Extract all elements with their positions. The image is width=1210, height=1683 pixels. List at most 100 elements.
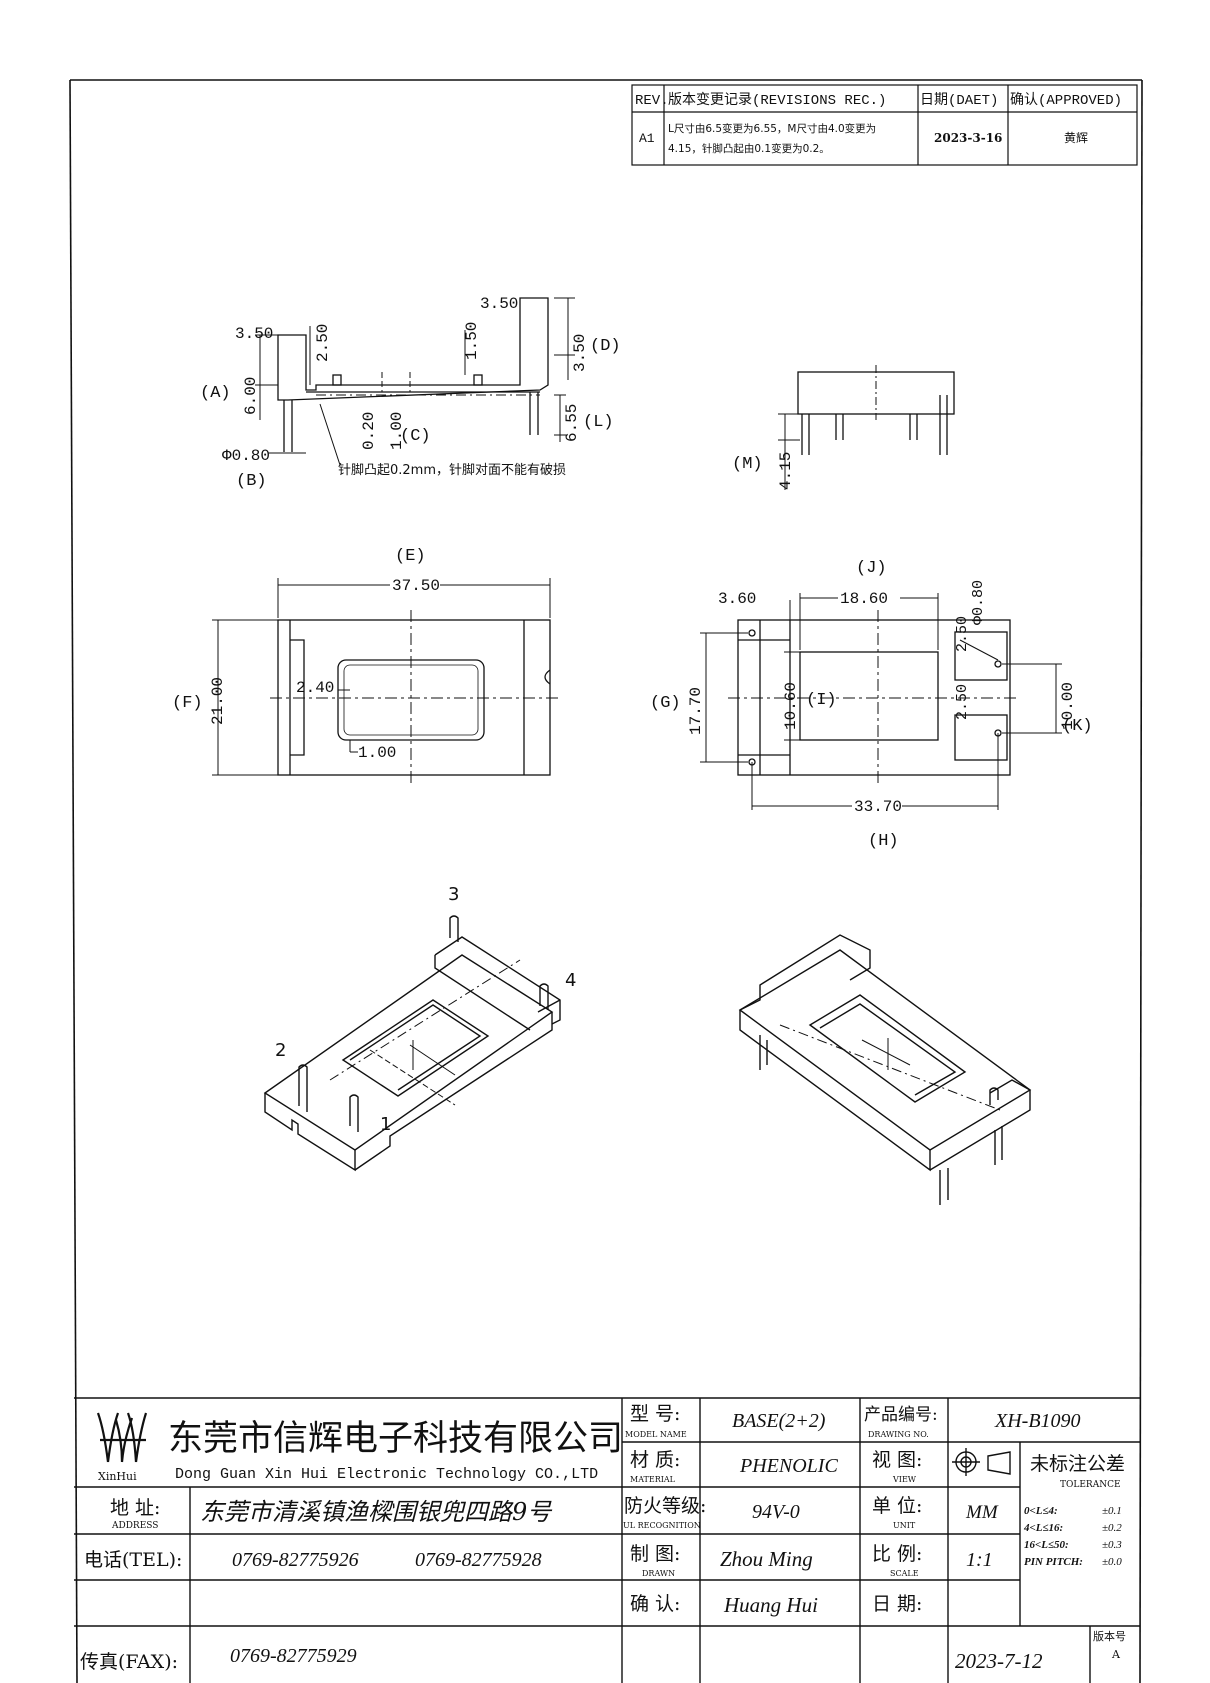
side-dim-pin-length: 6.55: [563, 404, 581, 442]
bottom-label-g: (G): [650, 694, 681, 713]
scale-value: 1:1: [966, 1549, 993, 1571]
tolerance-value-1: ±0.2: [1102, 1522, 1122, 1534]
end-label-m: (M): [732, 455, 763, 474]
top-label-e: (E): [395, 547, 426, 566]
unit-value: MM: [965, 1502, 999, 1523]
version-label: 版本号: [1093, 1629, 1126, 1643]
bottom-dim-window-h: 10.60: [782, 682, 800, 730]
company-logo: [96, 1412, 148, 1463]
iso-view-bottom: [738, 934, 1032, 1205]
bottom-dim-pin-span: 17.70: [687, 687, 705, 735]
tel-value-2: 0769-82775928: [415, 1549, 542, 1571]
rev-header-date: 日期(DAET): [920, 92, 998, 109]
rev-row-change-2: 4.15，针脚凸起由0.1变更为0.2。: [668, 142, 830, 155]
side-dim-d: 1.50: [463, 322, 481, 360]
bottom-dim-pin-dia: Φ0.80: [970, 580, 987, 625]
rev-row-date: 2023-3-16: [934, 131, 1002, 145]
top-dim-height: 21.00: [209, 677, 227, 725]
tolerance-value-0: ±0.1: [1102, 1505, 1122, 1517]
tel-value-1: 0769-82775926: [232, 1549, 359, 1571]
side-dim-c: 3.50: [480, 295, 518, 313]
fax-label: 传真(FAX):: [80, 1651, 178, 1673]
rev-header-approved: 确认(APPROVED): [1010, 92, 1122, 109]
side-dim-height: 6.00: [242, 377, 260, 415]
bottom-view: [700, 593, 1062, 810]
end-view: [778, 365, 955, 490]
model-label: 型 号:: [630, 1403, 680, 1425]
rev-row-change-1: L尺寸由6.5变更为6.55，M尺寸由4.0变更为: [668, 122, 876, 135]
iso-pin-3: 3: [448, 884, 459, 905]
address-value: 东莞市清溪镇渔樑围银兜四路9号: [200, 1498, 553, 1526]
bottom-dim-pin-gap: 10.00: [1059, 682, 1077, 730]
scale-label-en: SCALE: [890, 1569, 919, 1578]
top-label-f: (F): [172, 694, 203, 713]
rev-row-approved: 黄辉: [1064, 131, 1088, 145]
scale-label: 比 例:: [872, 1543, 922, 1565]
view-label-en: VIEW: [892, 1475, 917, 1484]
tolerance-range-3: PIN PITCH:: [1024, 1556, 1083, 1568]
side-dim-a: 3.50: [235, 325, 273, 343]
material-value: PHENOLIC: [739, 1455, 838, 1477]
side-dim-e: 3.50: [571, 334, 589, 372]
material-label: 材 质:: [630, 1449, 680, 1471]
rev-header-rev: REV.: [635, 93, 669, 109]
bottom-label-h: (H): [868, 832, 899, 851]
end-dim-m: 4.15: [777, 452, 795, 490]
rev-row-rev: A1: [639, 131, 655, 146]
logo-text: XinHui: [98, 1470, 137, 1483]
side-dim-b: 2.50: [314, 324, 332, 362]
tolerance-title: 未标注公差: [1030, 1453, 1125, 1475]
bottom-dim-pin-row: 33.70: [854, 798, 902, 816]
side-label-d: (D): [590, 337, 621, 356]
address-label: 地 址:: [110, 1497, 160, 1519]
bottom-dim-slot-top: 2.50: [954, 616, 971, 652]
side-label-c: (C): [400, 427, 431, 446]
side-note: 针脚凸起0.2mm，针脚对面不能有破损: [338, 462, 566, 478]
material-label-en: MATERIAL: [630, 1475, 676, 1484]
top-dim-radius: 1.00: [358, 744, 396, 762]
product-no-label-en: DRAWING NO.: [868, 1430, 929, 1439]
side-label-l: (L): [583, 413, 614, 432]
rev-header-record: 版本变更记录(REVISIONS REC.): [668, 92, 886, 109]
ul-value: 94V-0: [752, 1501, 800, 1523]
title-block-grid: [74, 1397, 1140, 1683]
confirm-label: 确 认:: [630, 1593, 680, 1615]
bottom-dim-offset: 3.60: [718, 590, 756, 608]
side-dim-pin-dia: Φ0.80: [222, 447, 270, 465]
company-name-en: Dong Guan Xin Hui Electronic Technology …: [175, 1466, 598, 1483]
top-dim-width: 37.50: [392, 577, 440, 595]
tel-label: 电话(TEL):: [84, 1549, 182, 1571]
projection-symbol-icon: [952, 1448, 1011, 1476]
unit-label-en: UNIT: [893, 1521, 916, 1530]
bottom-label-k: (K): [1062, 717, 1093, 736]
side-label-b: (B): [236, 472, 267, 491]
iso-pin-1: 1: [380, 1114, 391, 1135]
version-value: A: [1111, 1648, 1121, 1661]
top-dim-wall: 2.40: [296, 679, 334, 697]
iso-view-top: [263, 915, 561, 1172]
company-name-cn: 东莞市信辉电子科技有限公司: [168, 1419, 623, 1459]
bottom-dim-window: 18.60: [840, 590, 888, 608]
side-dim-bump: 0.20: [360, 412, 378, 450]
ul-label: 防火等级:: [624, 1495, 706, 1517]
date-label: 日 期:: [872, 1593, 922, 1615]
side-dim-gap: 1.00: [388, 412, 406, 450]
side-view: [255, 297, 575, 466]
model-label-en: MODEL NAME: [625, 1430, 687, 1439]
tolerance-range-2: 16<L≤50:: [1024, 1539, 1069, 1551]
unit-label: 单 位:: [872, 1495, 922, 1517]
side-label-a: (A): [200, 384, 231, 403]
drawn-label-en: DRAWN: [642, 1569, 675, 1578]
drawn-value: Zhou Ming: [720, 1547, 813, 1571]
tolerance-range-1: 4<L≤16:: [1023, 1522, 1063, 1534]
confirm-value: Huang Hui: [723, 1593, 818, 1617]
ul-label-en: UL RECOGNITION: [623, 1521, 701, 1530]
product-no-value: XH-B1090: [994, 1410, 1081, 1432]
view-label: 视 图:: [872, 1449, 922, 1471]
iso-pin-4: 4: [565, 970, 576, 991]
tolerance-title-en: TOLERANCE: [1060, 1480, 1121, 1490]
sheet-frame: [69, 79, 1143, 1683]
bottom-dim-slot-bottom: 2.50: [954, 684, 971, 720]
address-label-en: ADDRESS: [111, 1521, 158, 1531]
